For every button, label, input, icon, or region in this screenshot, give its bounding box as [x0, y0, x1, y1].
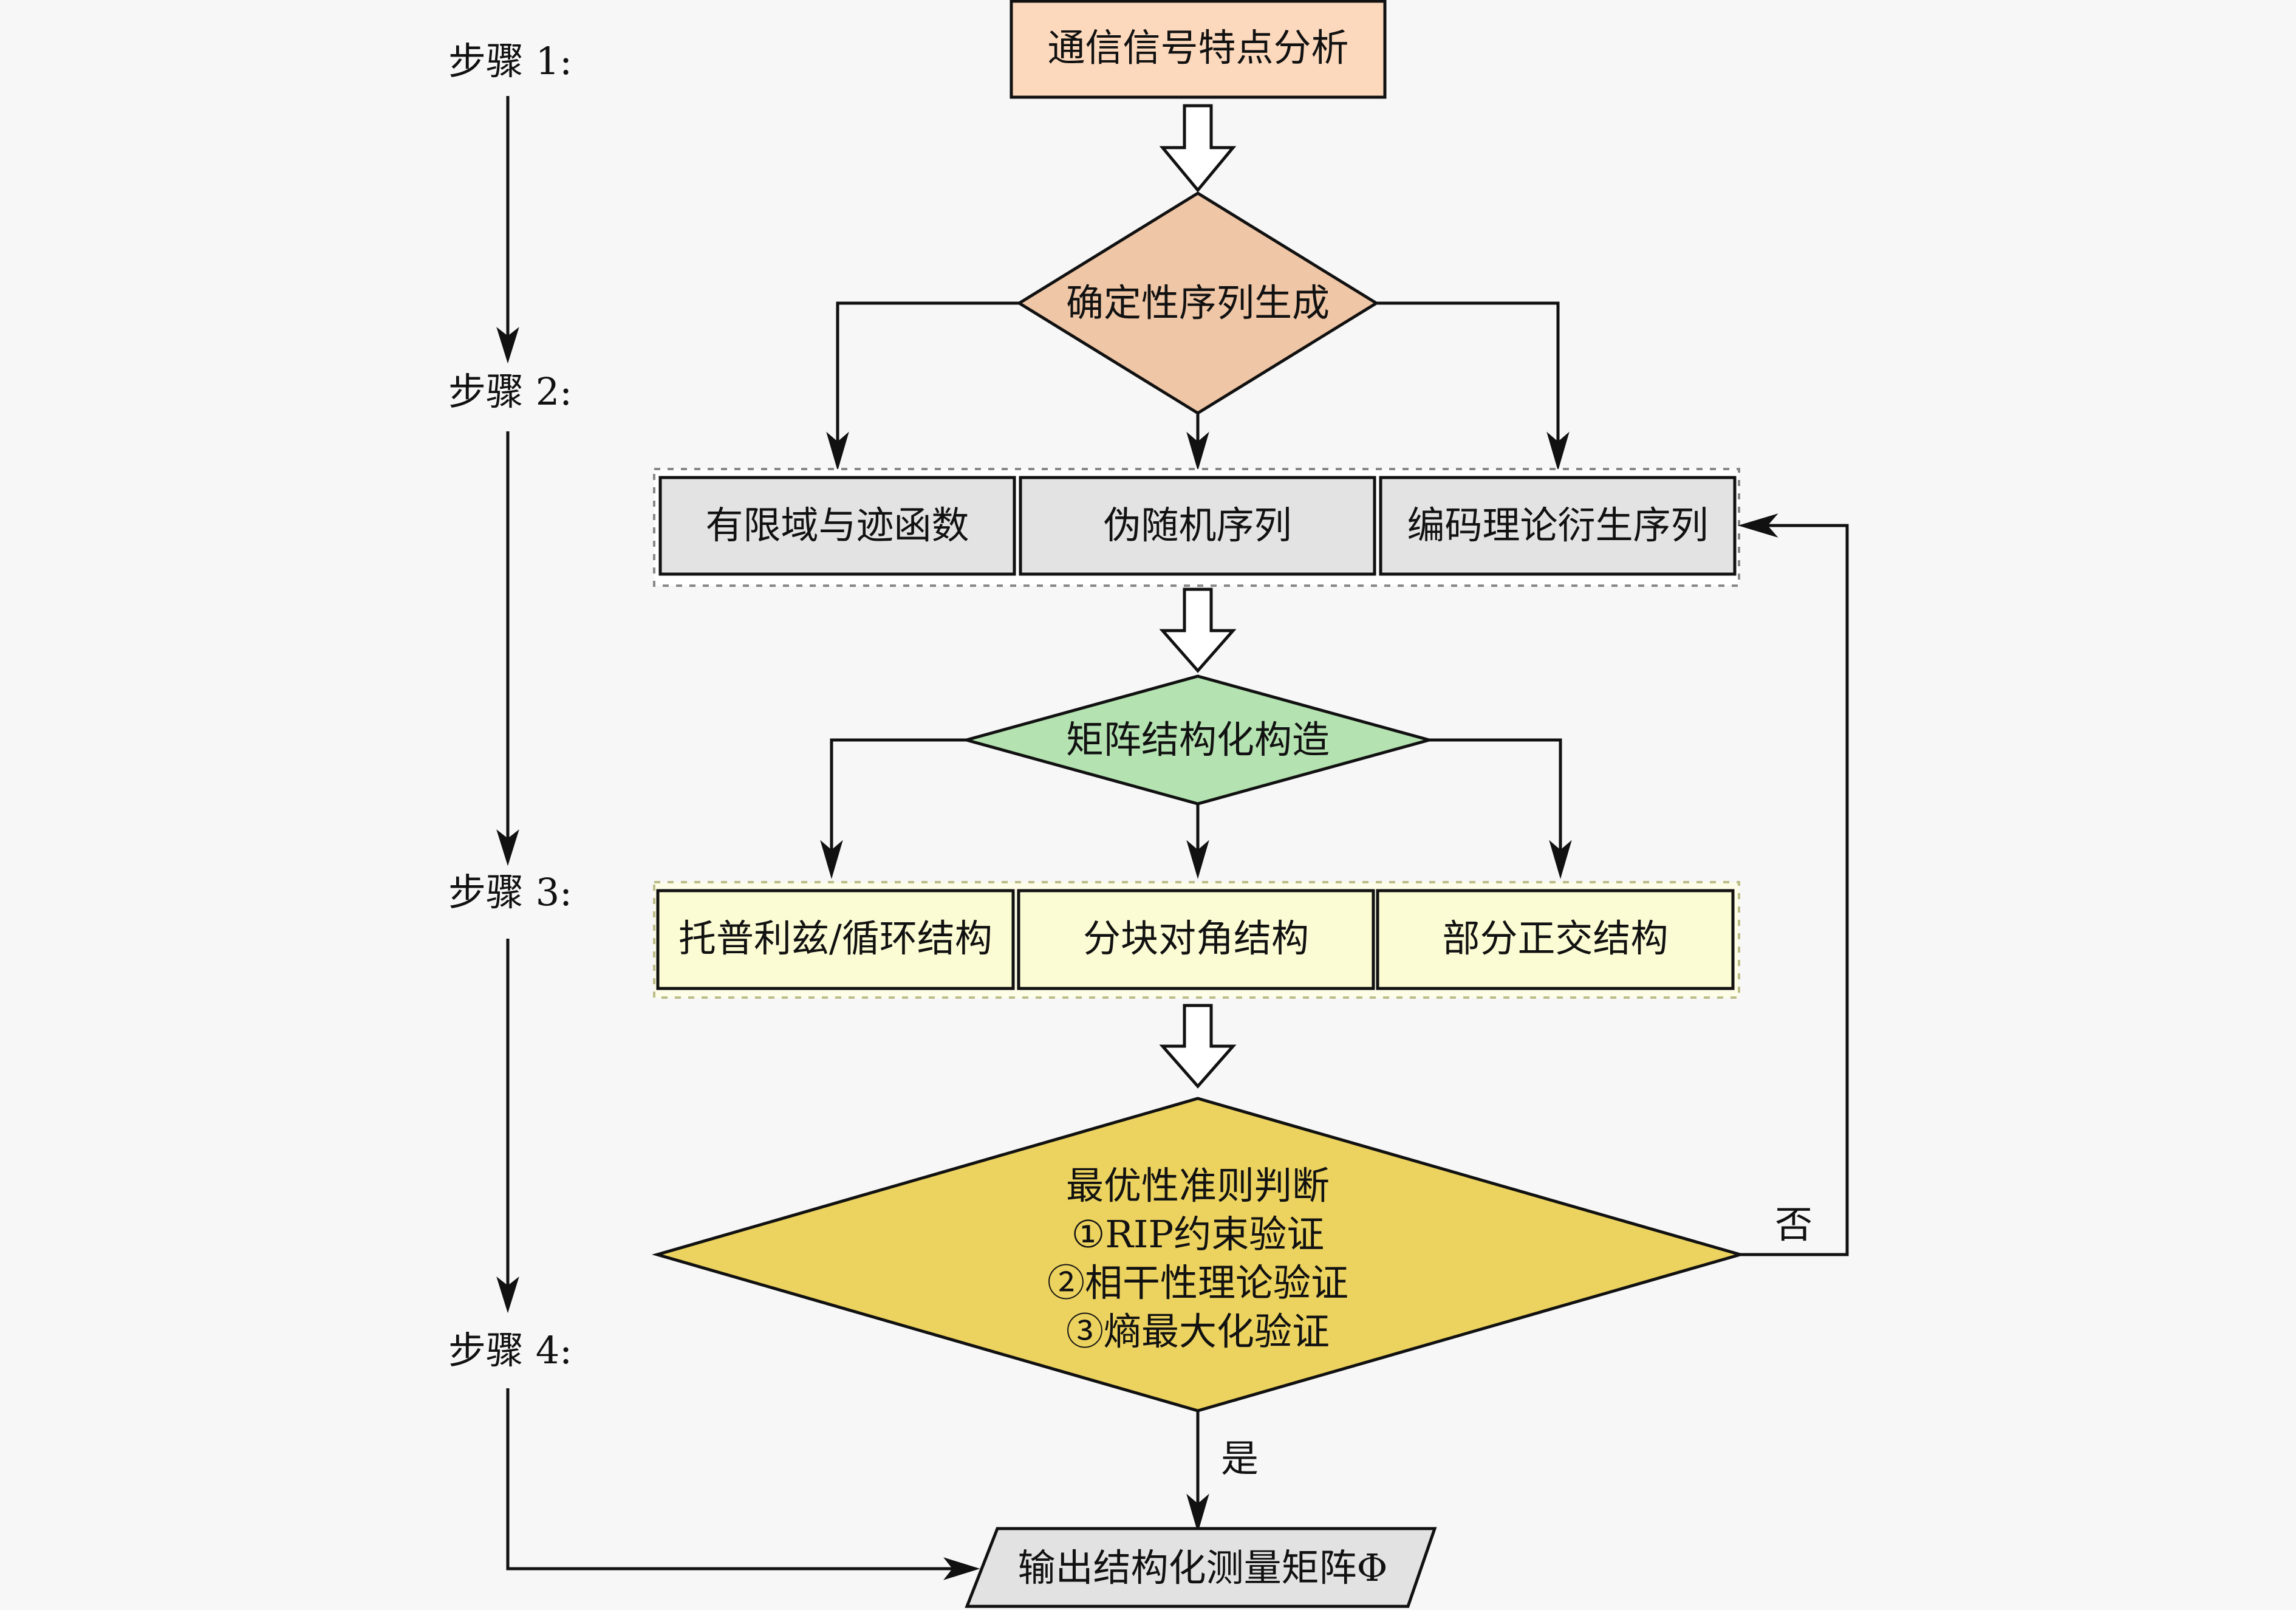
structure-box-1: [656, 889, 1015, 990]
no-feedback-edge: [1738, 513, 1849, 1256]
branch-left-arrowhead: [826, 431, 849, 471]
optimality-title: 最优性准则判断: [1065, 1163, 1330, 1208]
yes-label: 是: [1221, 1436, 1259, 1481]
structure-type-label: 部分正交结构: [1442, 916, 1669, 961]
optimality-criterion-coherence: ②相干性理论验证: [1047, 1261, 1348, 1305]
sequence-box-1: [658, 476, 1016, 576]
output-parallelogram: [965, 1527, 1437, 1608]
step-1-label: 步骤 1:: [448, 39, 573, 83]
hollow-arrow-1: [1159, 104, 1237, 193]
branch-center-arrowhead: [1186, 840, 1209, 879]
step-4-to-output-arrowhead: [943, 1557, 980, 1580]
step-timeline: [496, 96, 980, 1580]
branch-left-arrowhead: [820, 840, 843, 879]
step-2-label: 步骤 2:: [448, 369, 573, 414]
branch-left-line: [830, 738, 966, 858]
sequence-branches: [826, 301, 1570, 471]
output-label: 输出结构化测量矩阵Φ: [1017, 1546, 1388, 1590]
step-1-to-2-arrowhead: [496, 327, 519, 364]
branch-right-line: [1376, 301, 1560, 450]
structure-type-label: 托普利兹/循环结构: [678, 916, 993, 961]
structure-box-2: [1017, 889, 1375, 990]
hollow-arrow-2: [1159, 587, 1237, 673]
matrix-construction-label: 矩阵结构化构造: [1065, 718, 1330, 762]
sequence-type-label: 伪随机序列: [1103, 503, 1292, 547]
signal-analysis-label: 通信信号特点分析: [1047, 26, 1349, 70]
branch-center-arrowhead: [1186, 431, 1209, 471]
step-4-to-output-line: [506, 1388, 963, 1571]
step-2-to-3-arrowhead: [496, 829, 519, 866]
no-label: 否: [1775, 1202, 1813, 1247]
sequence-type-label: 编码理论衍生序列: [1407, 503, 1709, 547]
sequence-type-label: 有限域与迹函数: [705, 503, 969, 547]
yes-arrowhead: [1186, 1493, 1209, 1533]
structure-branches: [820, 738, 1572, 879]
no-feedback-line: [1740, 524, 1849, 1256]
step-4-label: 步骤 4:: [448, 1328, 573, 1372]
sequence-generation-label: 确定性序列生成: [1065, 281, 1330, 325]
structure-type-label: 分块对角结构: [1082, 916, 1309, 961]
signal-analysis-box: [1010, 0, 1387, 99]
optimality-criterion-rip: ①RIP约束验证: [1071, 1212, 1325, 1256]
branch-right-arrowhead: [1549, 840, 1572, 879]
sequence-box-2: [1019, 476, 1376, 576]
optimality-criterion-entropy: ③熵最大化验证: [1065, 1309, 1330, 1354]
branch-right-arrowhead: [1546, 431, 1570, 471]
optimality-check-text: 最优性准则判断 ①RIP约束验证 ②相干性理论验证 ③熵最大化验证: [955, 1162, 1441, 1356]
branch-left-line: [836, 301, 1019, 450]
no-feedback-arrowhead: [1738, 513, 1778, 538]
structure-box-3: [1376, 889, 1735, 990]
branch-right-line: [1429, 738, 1562, 858]
yes-edge: [1186, 1411, 1209, 1533]
sequence-box-3: [1379, 476, 1737, 576]
step-3-to-4-arrowhead: [496, 1276, 519, 1314]
hollow-arrow-3: [1159, 1004, 1237, 1089]
step-3-label: 步骤 3:: [448, 870, 573, 914]
